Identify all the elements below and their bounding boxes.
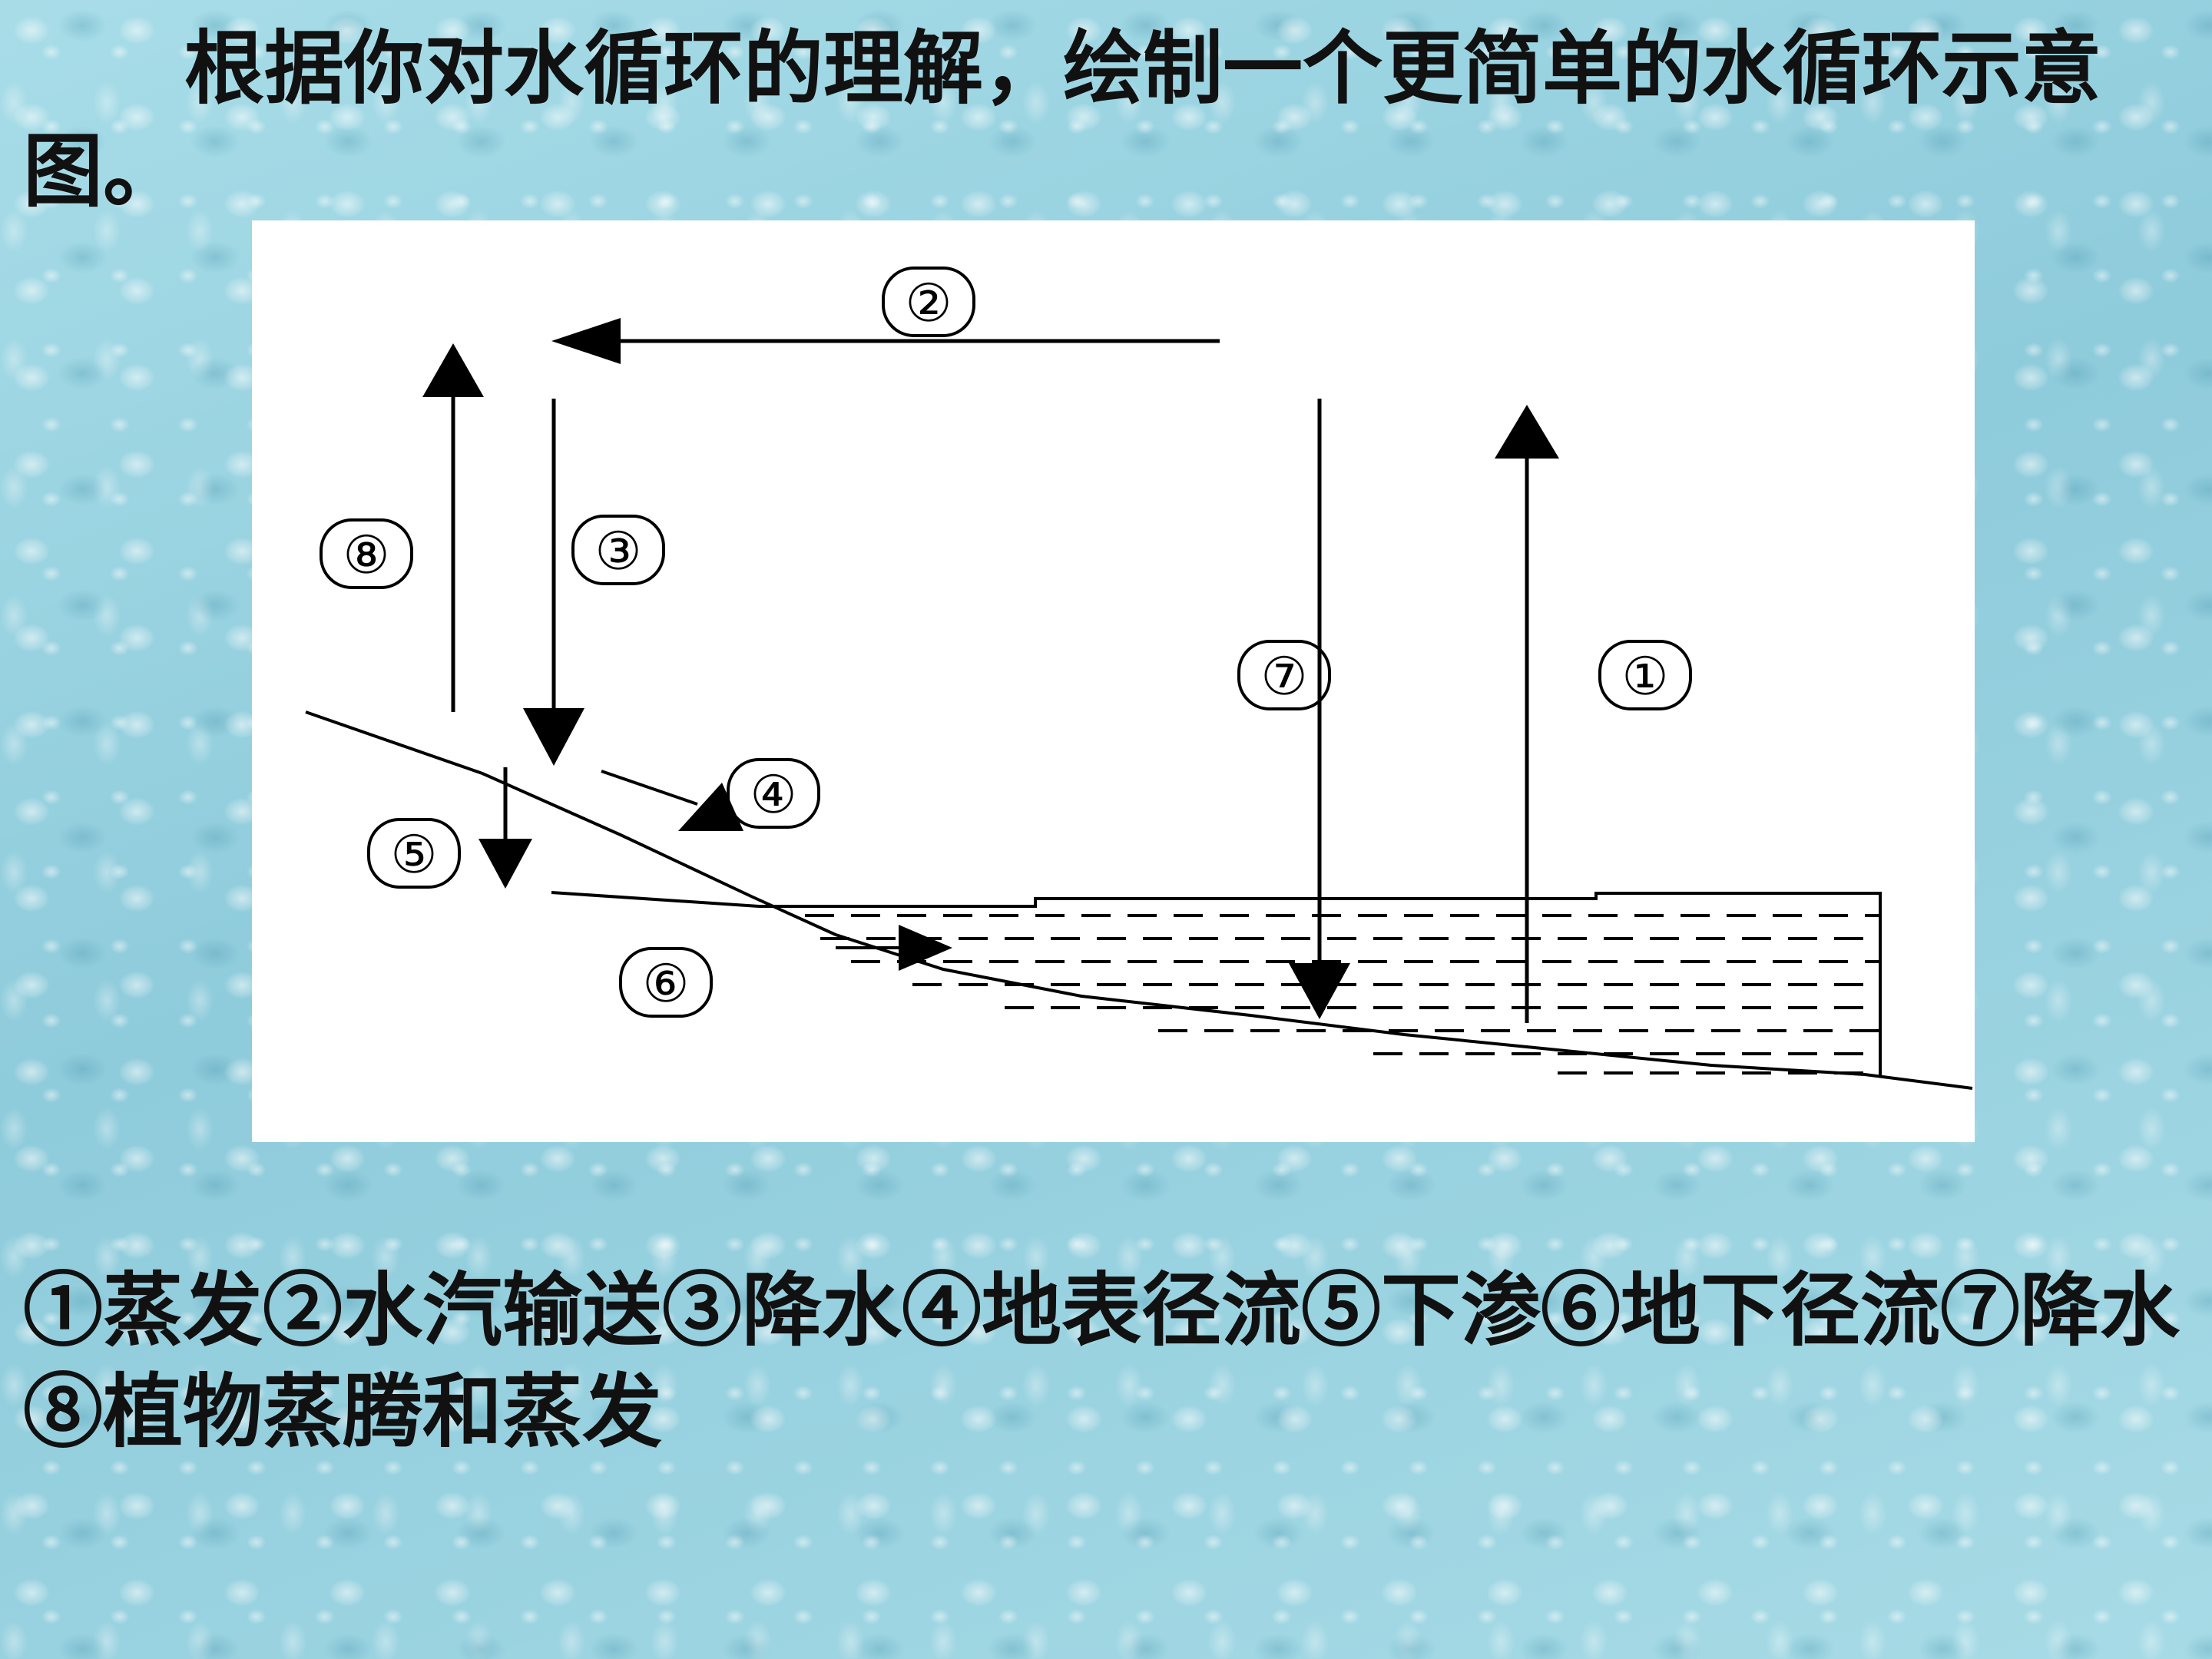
label-infiltration: ⑤ — [367, 818, 461, 889]
vapor-transport-arrow — [551, 318, 1220, 364]
sea-water — [805, 914, 1880, 1075]
precipitation-land-arrow — [523, 399, 584, 766]
label-precipitation-sea: ⑦ — [1237, 640, 1331, 710]
evaporation-arrow — [1495, 405, 1559, 1023]
svg-text:②: ② — [906, 273, 952, 334]
svg-text:⑦: ⑦ — [1261, 647, 1308, 707]
surface-runoff-arrow — [601, 770, 743, 831]
groundwater-runoff-arrow — [836, 925, 952, 971]
svg-text:⑥: ⑥ — [643, 954, 690, 1015]
diagram-canvas: ② ⑧ ③ ⑦ ① ④ ⑤ — [305, 267, 1973, 1090]
transpiration-arrow — [422, 343, 484, 712]
svg-text:⑤: ⑤ — [391, 825, 438, 886]
label-surface-runoff: ④ — [727, 758, 820, 829]
svg-text:⑧: ⑧ — [343, 525, 390, 586]
svg-text:③: ③ — [595, 522, 642, 582]
label-groundwater-runoff: ⑥ — [619, 947, 713, 1018]
infiltration-arrow — [478, 767, 532, 889]
label-vapor-transport: ② — [882, 267, 975, 337]
label-evaporation: ① — [1598, 640, 1692, 710]
sea-boundary — [759, 892, 1882, 1077]
svg-text:①: ① — [1622, 647, 1669, 707]
svg-text:④: ④ — [750, 765, 797, 826]
label-transpiration: ⑧ — [320, 518, 413, 589]
legend-text: ①蒸发②水汽输送③降水④地表径流⑤下渗⑥地下径流⑦降水⑧植物蒸腾和蒸发 — [23, 1263, 2181, 1459]
water-cycle-diagram: ② ⑧ ③ ⑦ ① ④ ⑤ — [252, 220, 1975, 1142]
land-surface — [305, 710, 1973, 1090]
precipitation-sea-arrow — [1289, 399, 1350, 1019]
slide-title: 根据你对水循环的理解，绘制一个更简单的水循环示意图。 — [23, 21, 2102, 218]
label-precipitation-land: ③ — [571, 515, 665, 585]
